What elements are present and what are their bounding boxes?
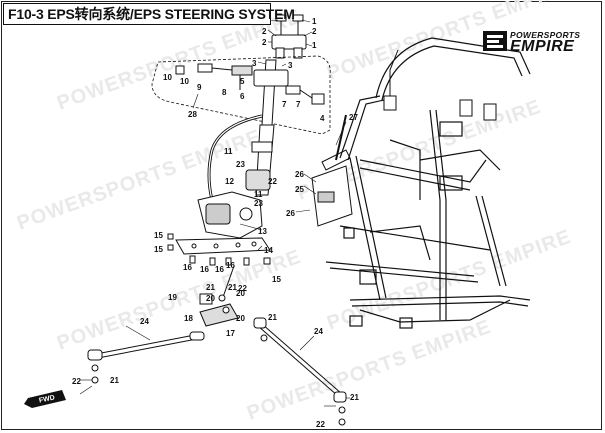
- callout-5: 5: [240, 77, 245, 86]
- vehicle-frame: [325, 37, 531, 329]
- callout-25: 25: [295, 185, 304, 194]
- center-link: [199, 265, 239, 327]
- callout-23: 23: [254, 199, 263, 208]
- callout-7: 7: [296, 100, 301, 109]
- callout-26: 26: [295, 170, 304, 179]
- callout-23: 23: [236, 160, 245, 169]
- callout-16: 16: [200, 265, 209, 274]
- callout-17: 17: [226, 329, 235, 338]
- brand-name-bottom: EMPIRE: [510, 38, 575, 55]
- callout-27: 27: [349, 113, 358, 122]
- callout-3: 3: [288, 61, 293, 70]
- callout-24: 24: [314, 327, 323, 336]
- bolts-16: [167, 233, 271, 266]
- callout-21: 21: [110, 376, 119, 385]
- callout-4: 4: [320, 114, 325, 123]
- eps-motor-gear: [197, 191, 263, 239]
- callout-11: 11: [224, 147, 233, 156]
- callout-10: 10: [163, 73, 172, 82]
- callout-10: 10: [180, 77, 189, 86]
- watermark: POWERSPORTS EMPIRE: [244, 316, 494, 425]
- callout-16: 16: [183, 263, 192, 272]
- callout-16: 16: [226, 261, 235, 270]
- tie-rod-right: [253, 317, 347, 426]
- brand-emblem-icon: [483, 31, 507, 51]
- callout-15: 15: [272, 275, 281, 284]
- callout-19: 19: [168, 293, 177, 302]
- callout-3: 3: [252, 59, 257, 68]
- fwd-arrow-icon: [24, 390, 66, 408]
- callout-8: 8: [222, 88, 227, 97]
- callout-22: 22: [238, 284, 247, 293]
- mount-plate-14: [175, 237, 271, 255]
- callout-6: 6: [240, 92, 245, 101]
- callout-11: 11: [254, 190, 263, 199]
- brand-logo: POWERSPORTS EMPIRE: [482, 28, 594, 58]
- callout-2: 2: [262, 27, 267, 36]
- callout-15: 15: [154, 231, 163, 240]
- hub-bolts: [271, 14, 307, 59]
- eps-controller-25: [311, 149, 353, 227]
- callout-15: 15: [154, 245, 163, 254]
- callout-2: 2: [312, 27, 317, 36]
- callout-24: 24: [140, 317, 149, 326]
- callout-labels: 1 2 2 1 2 1 3 3 10 10 9 8 6 5 7 7 4 28 2…: [72, 17, 359, 429]
- ecu-wire: [335, 114, 347, 161]
- leader-lines: [79, 19, 350, 407]
- callout-20: 20: [206, 294, 215, 303]
- callout-13: 13: [258, 227, 267, 236]
- callout-28: 28: [188, 110, 197, 119]
- callout-20: 20: [236, 314, 245, 323]
- callout-21: 21: [350, 393, 359, 402]
- callout-9: 9: [197, 83, 202, 92]
- diagram-title-box: F10-3 EPS转向系统/EPS STEERING SYSTEM: [3, 3, 295, 25]
- callout-22: 22: [268, 177, 277, 186]
- callout-26: 26: [286, 209, 295, 218]
- callout-1: 1: [312, 41, 317, 50]
- callout-7: 7: [282, 100, 287, 109]
- callout-20: 20: [236, 289, 245, 298]
- callout-21: 21: [268, 313, 277, 322]
- callout-2: 2: [262, 38, 267, 47]
- callout-16: 16: [215, 265, 224, 274]
- callout-22: 22: [72, 377, 81, 386]
- callout-14: 14: [264, 246, 273, 255]
- callout-18: 18: [184, 314, 193, 323]
- diagram-title: F10-3 EPS转向系统/EPS STEERING SYSTEM: [8, 6, 295, 22]
- brand-name-top: POWERSPORTS: [510, 30, 581, 40]
- callout-21: 21: [228, 283, 237, 292]
- callout-22: 22: [316, 420, 325, 429]
- steering-column: [245, 59, 289, 196]
- tie-rod-left: [87, 331, 205, 384]
- callout-1: 1: [312, 17, 317, 26]
- harness-connectors: [383, 49, 497, 121]
- callout-12: 12: [225, 177, 234, 186]
- callout-21: 21: [206, 283, 215, 292]
- bracket-assembly-28: [151, 55, 331, 135]
